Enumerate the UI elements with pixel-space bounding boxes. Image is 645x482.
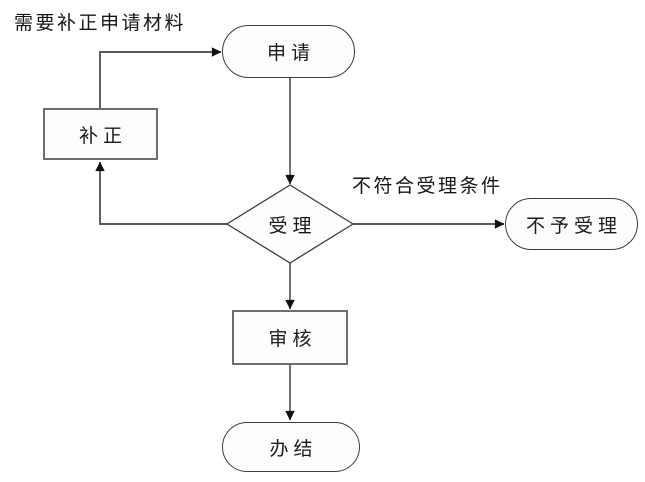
edge-label-not-meet-condition: 不符合受理条件 — [352, 176, 503, 197]
edge-label-need-supplement: 需要补正申请材料 — [14, 13, 187, 34]
accept-decision-shape — [225, 184, 355, 264]
node-accept-label: 受理 — [268, 215, 317, 237]
node-complete: 办结 — [222, 422, 360, 472]
node-apply: 申请 — [222, 25, 355, 78]
edge-accept-to-supplement — [95, 161, 227, 225]
node-supplement: 补正 — [43, 108, 158, 160]
node-review: 审核 — [232, 310, 348, 365]
edge-supplement-to-apply — [99, 47, 222, 108]
node-reject: 不予受理 — [505, 198, 638, 250]
